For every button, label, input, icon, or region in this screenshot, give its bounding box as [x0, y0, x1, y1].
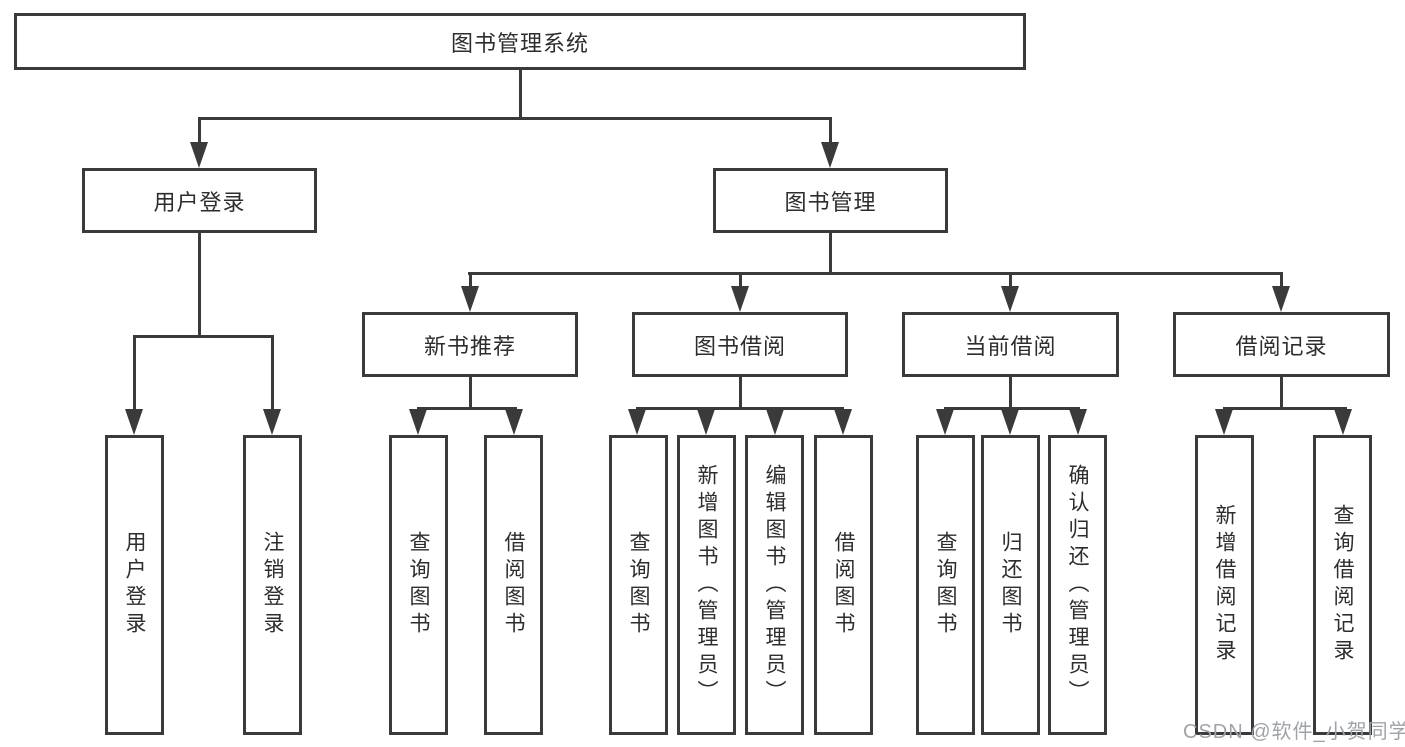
leaf-logout: 注销登录	[243, 435, 302, 735]
connector-root-branch	[198, 117, 832, 120]
leaf-label: 查询图书	[934, 531, 957, 639]
connector-stem	[1280, 377, 1283, 410]
node-new-book-recommend: 新书推荐	[362, 312, 578, 377]
connector-book-mgmt-stem	[829, 233, 832, 275]
arrow-to-leaf-user-login	[125, 409, 143, 435]
leaf-add-borrow-record: 新增借阅记录	[1195, 435, 1254, 735]
node-label: 当前借阅	[964, 333, 1057, 359]
arrow-to-book-mgmt	[821, 142, 839, 168]
connector-book-mgmt-shaft	[829, 117, 832, 148]
csdn-watermark: CSDN @软件_小贺同学	[1183, 721, 1405, 743]
leaf-return-books: 归还图书	[981, 435, 1040, 735]
leaf-label: 归还图书	[999, 531, 1022, 639]
node-label: 借阅记录	[1235, 333, 1328, 359]
leaf-label: 借阅图书	[502, 531, 525, 639]
leaf-confirm-return-admin: 确认归还（管理员）	[1048, 435, 1107, 735]
connector-level3-shaft	[739, 272, 742, 290]
connector-user-login-shaft	[198, 117, 201, 148]
leaf-label: 新增图书（管理员）	[695, 463, 718, 707]
connector-stem	[1009, 377, 1012, 410]
node-label: 图书管理系统	[450, 30, 589, 56]
arrow-to-leaf	[1001, 409, 1019, 435]
node-borrowing-records: 借阅记录	[1173, 312, 1390, 377]
leaf-label: 查询图书	[627, 531, 650, 639]
leaf-edit-books-admin: 编辑图书（管理员）	[745, 435, 804, 735]
leaf-label: 注销登录	[261, 531, 284, 639]
arrow-to-leaf	[766, 409, 784, 435]
leaf-label: 借阅图书	[832, 531, 855, 639]
node-label: 新书推荐	[423, 333, 516, 359]
connector-level3-shaft	[469, 272, 472, 290]
leaf-label: 查询图书	[407, 531, 430, 639]
connector-stem	[739, 377, 742, 410]
leaf-label: 新增借阅记录	[1213, 504, 1236, 666]
connector-level3-shaft	[1009, 272, 1012, 290]
leaf-query-borrow-record: 查询借阅记录	[1313, 435, 1372, 735]
connector-branch	[944, 407, 1080, 410]
connector-root-stem	[519, 68, 522, 120]
leaf-query-books-borrowing: 查询图书	[609, 435, 668, 735]
leaf-label: 查询借阅记录	[1331, 504, 1354, 666]
connector-leaf-shaft	[133, 335, 136, 413]
connector-stem	[469, 377, 472, 410]
node-label: 图书借阅	[693, 333, 786, 359]
connector-branch	[417, 407, 517, 410]
leaf-query-books-current: 查询图书	[916, 435, 975, 735]
connector-branch	[636, 407, 844, 410]
connector-user-login-stem	[198, 233, 201, 338]
leaf-borrow-books-borrowing: 借阅图书	[814, 435, 873, 735]
arrow-to-leaf	[409, 409, 427, 435]
leaf-query-books-recommend: 查询图书	[389, 435, 448, 735]
leaf-label: 用户登录	[123, 531, 146, 639]
node-label: 图书管理	[784, 189, 877, 215]
arrow-to-leaf	[1215, 409, 1233, 435]
connector-book-mgmt-branch	[468, 272, 1283, 275]
arrow-to-leaf-logout	[263, 409, 281, 435]
arrow-to-current-borrow	[1001, 286, 1019, 312]
leaf-add-books-admin: 新增图书（管理员）	[677, 435, 736, 735]
node-current-borrowing: 当前借阅	[902, 312, 1119, 377]
leaf-label: 编辑图书（管理员）	[763, 463, 786, 707]
arrow-to-leaf	[1069, 409, 1087, 435]
leaf-borrow-books-recommend: 借阅图书	[484, 435, 543, 735]
arrow-to-leaf	[697, 409, 715, 435]
arrow-to-user-login	[190, 142, 208, 168]
node-user-login: 用户登录	[82, 168, 317, 233]
connector-branch	[1223, 407, 1347, 410]
arrow-to-leaf	[1334, 409, 1352, 435]
node-root-library-system: 图书管理系统	[14, 13, 1026, 70]
leaf-user-login: 用户登录	[105, 435, 164, 735]
arrow-to-new-book-rec	[461, 286, 479, 312]
arrow-to-leaf	[628, 409, 646, 435]
leaf-label: 确认归还（管理员）	[1066, 463, 1089, 707]
arrow-to-borrow-record	[1272, 286, 1290, 312]
arrow-to-book-borrow	[731, 286, 749, 312]
node-book-management: 图书管理	[713, 168, 948, 233]
arrow-to-leaf	[936, 409, 954, 435]
arrow-to-leaf	[505, 409, 523, 435]
connector-level3-shaft	[1280, 272, 1283, 290]
node-book-borrowing: 图书借阅	[632, 312, 848, 377]
node-label: 用户登录	[153, 189, 246, 215]
connector-leaf-shaft	[271, 335, 274, 413]
arrow-to-leaf	[834, 409, 852, 435]
connector-user-login-branch	[133, 335, 274, 338]
